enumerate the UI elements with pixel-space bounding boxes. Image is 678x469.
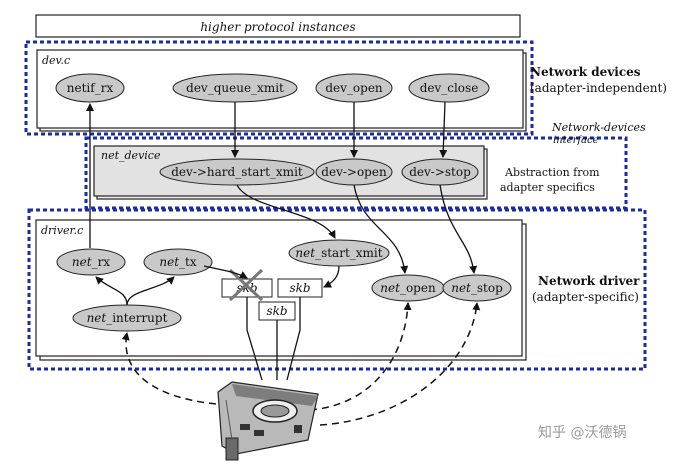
node-dev-close-label: dev_close [420, 81, 479, 95]
higher-protocol-banner [35, 14, 521, 38]
line-skb1-to-card [246, 297, 263, 381]
driver-c-file-label: driver.c [41, 224, 83, 237]
network-driver-subtitle: (adapter-specific) [532, 290, 639, 304]
node-dev-open-ptr-label: dev->open [321, 165, 387, 179]
arrow-interrupt-to-netrx [95, 276, 128, 306]
higher-protocol-label: higher protocol instances [200, 20, 355, 34]
abstraction-line1: Abstraction from [504, 166, 600, 179]
node-dev-open-label: dev_open [325, 81, 383, 95]
node-net-open-label: net_open [380, 281, 436, 295]
skb-buffer-2-label: skb [289, 281, 310, 295]
abstraction-line2: adapter specifics [500, 181, 595, 194]
watermark-text: 知乎 @沃德锅 [538, 424, 626, 441]
net-device-frame [84, 136, 628, 210]
line-skb2-to-card [286, 297, 301, 381]
network-devices-subtitle: (adapter-independent) [530, 81, 667, 95]
arrow-interrupt-to-nettx [126, 276, 175, 306]
node-net-rx-label: net_rx [72, 255, 110, 269]
node-net-stop [442, 274, 512, 302]
node-dev-stop-ptr-label: dev->stop [409, 165, 471, 179]
node-net-interrupt-label: net_interrupt [87, 311, 168, 325]
node-netif-rx-label: netif_rx [67, 81, 114, 95]
network-devices-frame [24, 40, 534, 136]
dev-c-file-label: dev.c [42, 54, 70, 67]
dashed-netstop-to-card [319, 302, 481, 426]
dashed-card-to-interrupt [121, 332, 229, 406]
network-driver-title: Network driver [538, 274, 640, 288]
network-driver-frame [27, 208, 647, 371]
abstraction-text-bg [494, 160, 614, 200]
node-net-tx-label: net_tx [159, 255, 196, 269]
interface-label-line1: Network-devices [551, 121, 646, 134]
node-netif-rx [55, 73, 125, 103]
arrow-devclose-to-stop [439, 101, 448, 158]
arrow-startxmit-to-skb [323, 265, 340, 288]
arrow-nettx-to-skb [203, 265, 248, 279]
net-device-file-label: net_device [101, 149, 161, 162]
node-net-start-xmit-label: net_start_xmit [295, 246, 382, 260]
arrow-hardstart-to-startxmit [236, 184, 336, 239]
node-dev-queue-xmit-label: dev_queue_xmit [186, 81, 284, 95]
node-dev-close [408, 73, 490, 103]
node-net-stop-label: net_stop [451, 281, 503, 295]
arrow-stop-to-netstop [439, 184, 478, 274]
interface-label-line2: interface [553, 135, 599, 146]
node-net-tx [143, 248, 213, 276]
skb-buffer-3-label: skb [266, 304, 287, 318]
node-hard-start-xmit-label: dev->hard_start_xmit [171, 165, 303, 179]
network-devices-title: Network devices [530, 65, 641, 79]
network-card-image [217, 381, 319, 461]
node-net-rx [56, 248, 126, 276]
skb-cross-stroke-2 [228, 268, 264, 302]
arrow-open-to-netopen [353, 184, 409, 274]
